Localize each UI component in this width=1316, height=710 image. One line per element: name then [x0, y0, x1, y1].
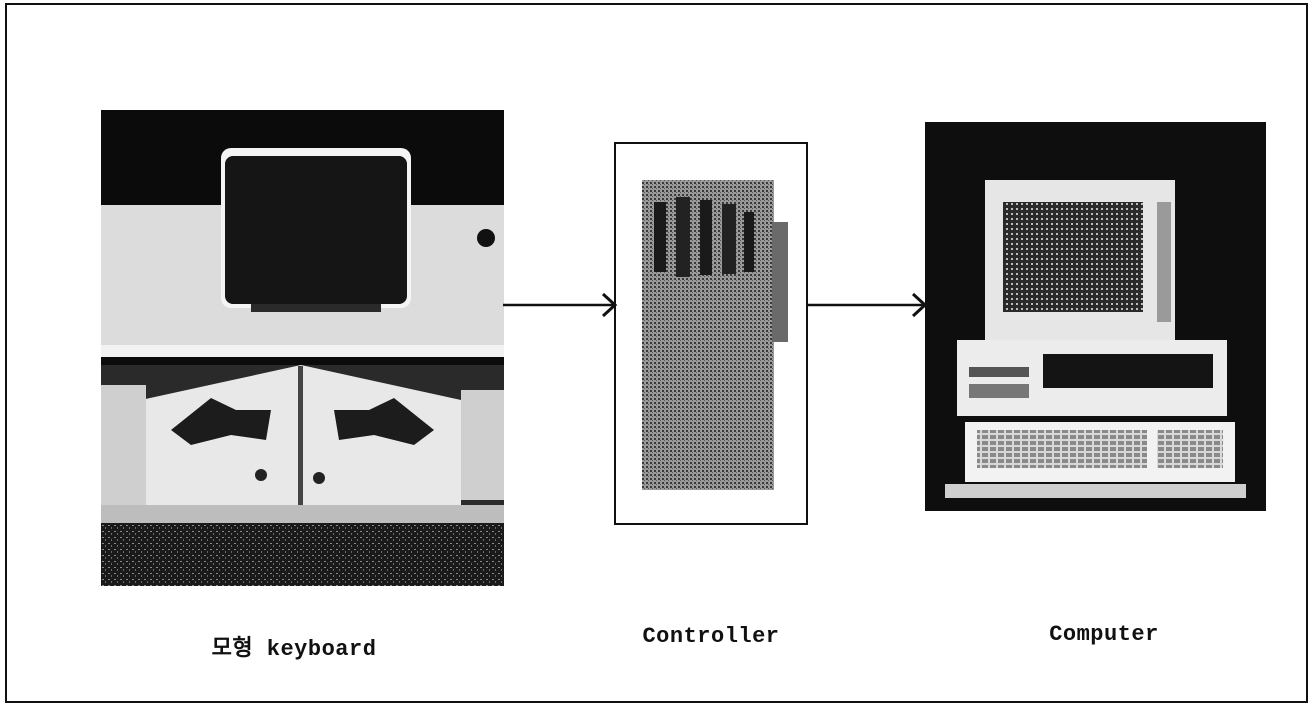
controller-label: Controller [642, 624, 780, 649]
personal-computer-photo [925, 122, 1266, 511]
keyboard-mockup-photo [101, 110, 504, 586]
circuit-board-photo [614, 142, 808, 525]
computer-label: Computer [1049, 622, 1159, 647]
arrow-keyboard-to-controller [503, 292, 618, 318]
keyboard-label: 모형 keyboard [211, 637, 377, 662]
arrow-controller-to-computer [807, 292, 928, 318]
